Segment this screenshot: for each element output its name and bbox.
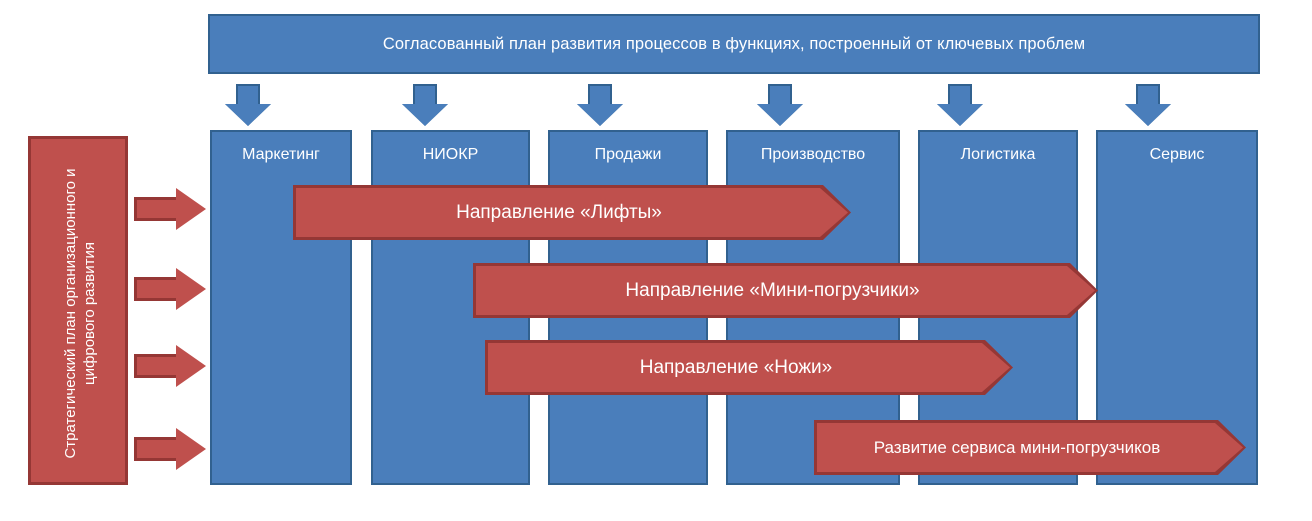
arrow-down-head [225, 104, 271, 126]
function-column-label: Сервис [1149, 146, 1205, 163]
arrow-down-shaft [236, 84, 260, 106]
arrow-right-icon [134, 188, 207, 230]
arrow-down-head [757, 104, 803, 126]
top-banner-label: Согласованный план развития процессов в … [382, 34, 1086, 53]
function-column-label: НИОКР [422, 146, 479, 163]
arrow-down-icon [1125, 84, 1171, 126]
direction-arrow-fill [296, 188, 848, 237]
arrow-right-head [176, 188, 206, 230]
direction-arrow-label: Направление «Мини-погрузчики» [625, 279, 920, 301]
arrow-right-head [176, 428, 206, 470]
arrow-right-icon [134, 268, 207, 310]
arrow-right-shaft [134, 354, 180, 378]
function-column-label: Производство [760, 146, 866, 163]
strategic-plan-label: Стратегический план организационного и ц… [62, 168, 98, 459]
direction-arrow-3: Направление «Ножи» [485, 340, 1013, 395]
arrow-right-icon [134, 428, 207, 470]
arrow-down-icon [225, 84, 271, 126]
arrow-down-shaft [1136, 84, 1160, 106]
arrow-down-head [1125, 104, 1171, 126]
strategic-plan-box: Стратегический план организационного и ц… [28, 136, 128, 485]
direction-arrow-label: Направление «Ножи» [639, 356, 833, 378]
function-column-1: Маркетинг [210, 130, 352, 485]
arrow-down-shaft [948, 84, 972, 106]
arrow-right-shaft [134, 437, 180, 461]
function-column-label: Продажи [594, 146, 662, 163]
arrow-down-icon [757, 84, 803, 126]
direction-arrow-fill [476, 266, 1095, 315]
direction-arrow-label: Развитие сервиса мини-погрузчиков [873, 437, 1161, 457]
direction-arrow-fill [488, 343, 1010, 392]
arrow-down-shaft [588, 84, 612, 106]
arrow-right-shaft [134, 277, 180, 301]
direction-arrow-1: Направление «Лифты» [293, 185, 851, 240]
arrow-down-shaft [413, 84, 437, 106]
arrow-right-shaft [134, 197, 180, 221]
arrow-right-icon [134, 345, 207, 387]
arrow-down-head [577, 104, 623, 126]
direction-arrow-4: Развитие сервиса мини-погрузчиков [814, 420, 1246, 475]
arrow-right-head [176, 268, 206, 310]
function-column-label: Логистика [960, 146, 1036, 163]
arrow-down-shaft [768, 84, 792, 106]
function-column-label: Маркетинг [242, 146, 320, 163]
arrow-down-head [937, 104, 983, 126]
arrow-down-icon [402, 84, 448, 126]
arrow-down-head [402, 104, 448, 126]
direction-arrow-label: Направление «Лифты» [456, 201, 662, 223]
arrow-down-icon [577, 84, 623, 126]
direction-arrow-2: Направление «Мини-погрузчики» [473, 263, 1098, 318]
arrow-right-head [176, 345, 206, 387]
direction-arrow-fill [817, 423, 1243, 472]
top-banner: Согласованный план развития процессов в … [208, 14, 1260, 74]
arrow-down-icon [937, 84, 983, 126]
